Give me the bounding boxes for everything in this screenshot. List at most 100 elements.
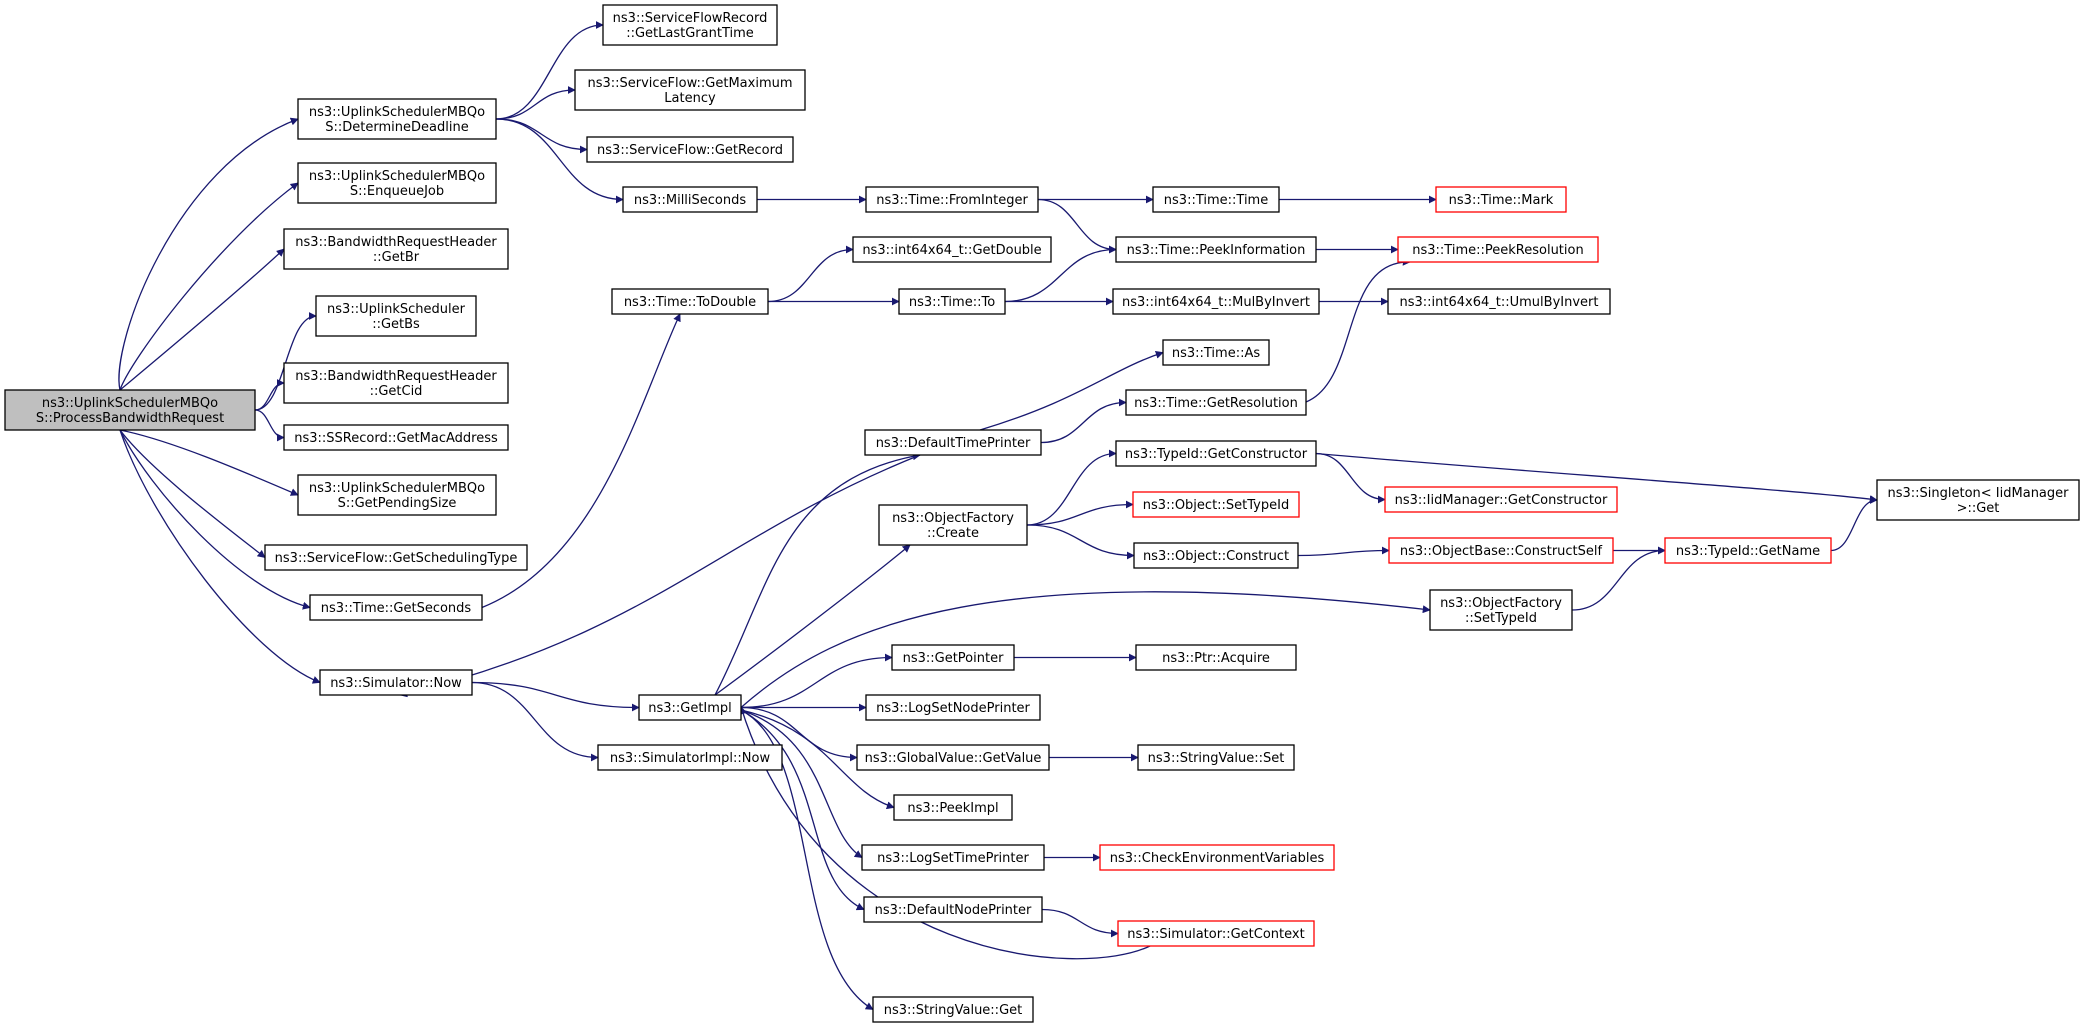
node-label: ns3::int64x64_t::UmulByInvert bbox=[1400, 295, 1599, 310]
node-sim-impl-now[interactable]: ns3::SimulatorImpl::Now bbox=[597, 744, 783, 771]
node-ptr-acquire[interactable]: ns3::Ptr::Acquire bbox=[1135, 644, 1297, 671]
node-get-cid[interactable]: ns3::BandwidthRequestHeader::GetCid bbox=[283, 362, 509, 404]
node-label: S::ProcessBandwidthRequest bbox=[36, 411, 224, 426]
node-get-mac-address[interactable]: ns3::SSRecord::GetMacAddress bbox=[283, 424, 509, 451]
node-set-type-id[interactable]: ns3::Object::SetTypeId bbox=[1132, 491, 1300, 518]
edge-from-integer-to-peek-information bbox=[1037, 198, 1117, 254]
node-get-br[interactable]: ns3::BandwidthRequestHeader::GetBr bbox=[283, 228, 509, 270]
edge-line bbox=[1297, 546, 1390, 557]
node-box bbox=[283, 362, 509, 404]
edge-line bbox=[399, 454, 921, 698]
node-get-pointer[interactable]: ns3::GetPointer bbox=[891, 644, 1015, 671]
node-label: ns3::Time::FromInteger bbox=[876, 193, 1028, 208]
node-get-last-grant-time[interactable]: ns3::ServiceFlowRecord::GetLastGrantTime bbox=[602, 4, 778, 46]
node-construct-self[interactable]: ns3::ObjectBase::ConstructSelf bbox=[1388, 537, 1614, 564]
node-peek-information[interactable]: ns3::Time::PeekInformation bbox=[1115, 236, 1317, 263]
node-root[interactable]: ns3::UplinkSchedulerMBQoS::ProcessBandwi… bbox=[4, 389, 256, 431]
node-time-time[interactable]: ns3::Time::Time bbox=[1152, 186, 1280, 213]
edge-construct-to-construct-self bbox=[1297, 546, 1390, 557]
edge-line bbox=[495, 21, 604, 120]
edge-line bbox=[739, 706, 1151, 960]
edge-to-double-to-i64-get-double bbox=[767, 245, 854, 303]
node-sim-get-context[interactable]: ns3::Simulator::GetContext bbox=[1117, 920, 1315, 947]
node-label: ns3::UplinkScheduler bbox=[327, 302, 466, 317]
node-string-value-set[interactable]: ns3::StringValue::Set bbox=[1137, 744, 1295, 771]
node-box bbox=[1435, 186, 1567, 213]
edges bbox=[118, 21, 1878, 1011]
node-label: ns3::GetPointer bbox=[903, 651, 1004, 666]
node-time-as[interactable]: ns3::Time::As bbox=[1162, 339, 1270, 366]
node-from-integer[interactable]: ns3::Time::FromInteger bbox=[865, 186, 1039, 213]
edge-get-constructor-to-singleton-get bbox=[1315, 452, 1878, 504]
edge-line bbox=[119, 429, 266, 559]
node-check-env[interactable]: ns3::CheckEnvironmentVariables bbox=[1099, 844, 1335, 871]
node-time-mark[interactable]: ns3::Time::Mark bbox=[1435, 186, 1567, 213]
node-string-value-get[interactable]: ns3::StringValue::Get bbox=[872, 996, 1034, 1023]
node-type-id-get-name[interactable]: ns3::TypeId::GetName bbox=[1664, 537, 1832, 564]
node-get-seconds[interactable]: ns3::Time::GetSeconds bbox=[309, 594, 483, 621]
edge-line bbox=[1026, 449, 1117, 526]
node-time-to[interactable]: ns3::Time::To bbox=[898, 288, 1006, 315]
node-construct[interactable]: ns3::Object::Construct bbox=[1133, 542, 1299, 569]
node-label: ns3::LogSetTimePrinter bbox=[877, 851, 1029, 866]
edge-default-time-printer-to-sim-now bbox=[399, 454, 921, 698]
node-iid-get-constructor[interactable]: ns3::IidManager::GetConstructor bbox=[1384, 486, 1618, 513]
edge-line bbox=[1040, 398, 1127, 444]
node-get-record[interactable]: ns3::ServiceFlow::GetRecord bbox=[586, 136, 794, 163]
node-label: ns3::BandwidthRequestHeader bbox=[295, 369, 497, 384]
node-box bbox=[586, 136, 794, 163]
node-get-constructor[interactable]: ns3::TypeId::GetConstructor bbox=[1115, 440, 1317, 467]
node-mul-by-invert[interactable]: ns3::int64x64_t::MulByInvert bbox=[1112, 288, 1320, 315]
edge-line bbox=[119, 182, 299, 391]
node-log-set-time-printer[interactable]: ns3::LogSetTimePrinter bbox=[861, 844, 1045, 871]
node-i64-get-double[interactable]: ns3::int64x64_t::GetDouble bbox=[852, 236, 1052, 263]
edge-get-impl-to-default-node-printer bbox=[740, 709, 865, 911]
edge-default-time-printer-to-get-resolution bbox=[1040, 398, 1127, 444]
edge-line bbox=[471, 681, 599, 762]
node-get-bs[interactable]: ns3::UplinkScheduler::GetBs bbox=[315, 295, 477, 337]
node-default-time-printer[interactable]: ns3::DefaultTimePrinter bbox=[864, 429, 1042, 456]
node-label: ns3::DefaultTimePrinter bbox=[876, 436, 1031, 451]
node-milli-seconds[interactable]: ns3::MilliSeconds bbox=[622, 186, 758, 213]
node-get-impl[interactable]: ns3::GetImpl bbox=[638, 694, 742, 721]
node-label: ns3::IidManager::GetConstructor bbox=[1395, 493, 1608, 508]
node-global-get-value[interactable]: ns3::GlobalValue::GetValue bbox=[856, 744, 1050, 771]
node-label: ::GetLastGrantTime bbox=[626, 26, 754, 41]
node-get-pending-size[interactable]: ns3::UplinkSchedulerMBQoS::GetPendingSiz… bbox=[297, 474, 497, 516]
node-peek-impl[interactable]: ns3::PeekImpl bbox=[893, 794, 1013, 821]
node-singleton-get[interactable]: ns3::Singleton< IidManager >::Get bbox=[1876, 479, 2080, 521]
edge-root-to-determine-deadline bbox=[118, 117, 299, 391]
node-label: ns3::Time::As bbox=[1172, 346, 1261, 361]
node-label: ns3::int64x64_t::MulByInvert bbox=[1122, 295, 1310, 310]
edge-line bbox=[1571, 546, 1666, 611]
node-to-double[interactable]: ns3::Time::ToDouble bbox=[611, 288, 769, 315]
node-umul-by-invert[interactable]: ns3::int64x64_t::UmulByInvert bbox=[1387, 288, 1611, 315]
edge-line bbox=[118, 117, 299, 391]
edge-get-impl-to-of-set-type-id bbox=[740, 591, 1431, 708]
node-get-resolution[interactable]: ns3::Time::GetResolution bbox=[1125, 389, 1307, 416]
node-sim-now[interactable]: ns3::Simulator::Now bbox=[319, 669, 473, 696]
edge-line bbox=[119, 429, 321, 684]
node-label: ns3::UplinkSchedulerMBQo bbox=[42, 396, 218, 411]
node-default-node-printer[interactable]: ns3::DefaultNodePrinter bbox=[863, 896, 1043, 923]
node-obj-factory-create[interactable]: ns3::ObjectFactory::Create bbox=[878, 504, 1028, 546]
node-label: ns3::SSRecord::GetMacAddress bbox=[294, 431, 498, 446]
edge-line bbox=[1026, 500, 1134, 526]
node-peek-resolution[interactable]: ns3::Time::PeekResolution bbox=[1397, 236, 1599, 263]
node-box bbox=[602, 4, 778, 46]
node-box bbox=[597, 744, 783, 771]
node-get-scheduling-type[interactable]: ns3::ServiceFlow::GetSchedulingType bbox=[264, 544, 528, 571]
edge-obj-factory-create-to-get-constructor bbox=[1026, 449, 1117, 526]
node-of-set-type-id[interactable]: ns3::ObjectFactory::SetTypeId bbox=[1429, 589, 1573, 631]
node-determine-deadline[interactable]: ns3::UplinkSchedulerMBQoS::DetermineDead… bbox=[297, 98, 497, 140]
node-box bbox=[1429, 589, 1573, 631]
node-label: S::EnqueueJob bbox=[350, 184, 444, 199]
node-box bbox=[1125, 389, 1307, 416]
nodes: ns3::UplinkSchedulerMBQoS::ProcessBandwi… bbox=[4, 4, 2080, 1023]
node-log-set-node-printer[interactable]: ns3::LogSetNodePrinter bbox=[865, 694, 1041, 721]
edge-default-node-printer-to-sim-get-context bbox=[1041, 908, 1119, 938]
edge-determine-deadline-to-get-record bbox=[495, 118, 588, 154]
edge-line bbox=[481, 313, 681, 609]
